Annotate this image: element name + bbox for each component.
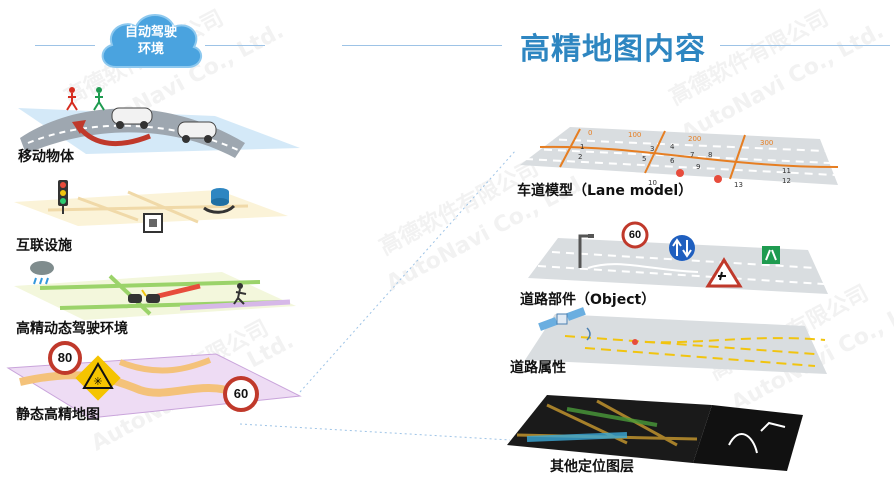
lane-number: 7 bbox=[690, 151, 694, 159]
lane-number: 11 bbox=[782, 167, 791, 175]
lane-number: 9 bbox=[696, 163, 700, 171]
connected-infrastructure-layer bbox=[14, 180, 288, 233]
weather-rain-icon bbox=[30, 261, 54, 285]
lane-number: 8 bbox=[708, 151, 712, 159]
road-objects-layer bbox=[528, 234, 828, 294]
traffic-light-icon bbox=[58, 180, 68, 214]
car-icon bbox=[177, 121, 217, 143]
left-layer-label: 高精动态驾驶环境 bbox=[16, 321, 128, 337]
header-rule-left-a bbox=[35, 45, 95, 46]
road-work-sign-icon bbox=[705, 257, 743, 288]
lane-number: 4 bbox=[670, 143, 675, 151]
cloud-label-line2: 环境 bbox=[137, 41, 164, 56]
lane-number: 1 bbox=[580, 143, 584, 151]
lane-number: 10 bbox=[648, 179, 657, 187]
data-storage-icon bbox=[203, 188, 236, 214]
localization-layers-layer bbox=[507, 395, 803, 471]
lane-model-layer: 0 100 200 300 1 2 3 4 5 6 7 8 9 10 11 12… bbox=[520, 127, 839, 189]
chip-icon bbox=[143, 213, 163, 233]
cloud-icon bbox=[101, 14, 203, 68]
road-attributes-layer bbox=[525, 307, 827, 374]
road-work-icon bbox=[233, 283, 247, 305]
lane-number: 0 bbox=[588, 129, 592, 137]
lane-number: 2 bbox=[578, 153, 582, 161]
header-rule-left-b bbox=[205, 45, 265, 46]
lane-number: 3 bbox=[650, 145, 654, 153]
pedestrian-green-icon bbox=[93, 87, 105, 111]
lane-number: 5 bbox=[642, 155, 646, 163]
dynamic-driving-environment-layer bbox=[14, 261, 296, 320]
direction-sign-icon bbox=[669, 235, 695, 261]
svg-text:✳: ✳ bbox=[93, 375, 102, 388]
cloud-label-line1: 自动驾驶 bbox=[124, 24, 177, 39]
speed-limit-80-value: 80 bbox=[57, 350, 73, 365]
left-layer-label: 静态高精地图 bbox=[16, 407, 100, 423]
speed-limit-60-icon bbox=[223, 376, 259, 412]
moving-objects-layer bbox=[18, 87, 300, 158]
header-rule-right bbox=[720, 45, 890, 46]
collision-icon bbox=[128, 289, 160, 303]
street-lamp-icon bbox=[578, 234, 594, 268]
right-layer-label: 车道模型（Lane model） bbox=[517, 183, 693, 199]
speed-limit-60-value: 60 bbox=[233, 386, 249, 401]
lane-number: 200 bbox=[688, 135, 701, 143]
lane-number: 12 bbox=[782, 177, 791, 185]
left-layer-label: 移动物体 bbox=[18, 149, 74, 165]
speed-limit-sign-icon bbox=[621, 221, 649, 249]
lane-number: 300 bbox=[760, 139, 773, 147]
car-icon bbox=[111, 107, 153, 129]
lane-number: 100 bbox=[628, 131, 641, 139]
lane-number: 13 bbox=[734, 181, 743, 189]
highway-sign-icon bbox=[762, 246, 780, 264]
lane-number: 6 bbox=[670, 157, 675, 165]
speed-limit-sign-value: 60 bbox=[628, 229, 642, 241]
page-title: 高精地图内容 bbox=[520, 32, 706, 67]
left-layer-label: 互联设施 bbox=[16, 238, 72, 254]
pedestrian-red-icon bbox=[66, 87, 78, 111]
right-layer-label: 道路属性 bbox=[510, 360, 566, 376]
speed-limit-80-icon bbox=[48, 341, 82, 375]
right-layer-label: 其他定位图层 bbox=[550, 459, 634, 475]
header-rule-mid bbox=[342, 45, 502, 46]
right-layer-label: 道路部件（Object） bbox=[520, 292, 656, 308]
satellite-icon bbox=[538, 307, 591, 341]
